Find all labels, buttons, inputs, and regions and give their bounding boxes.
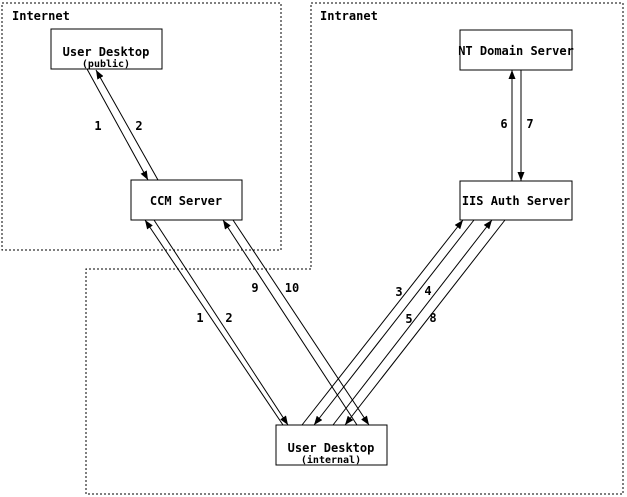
edge-label-10: 10 (285, 281, 299, 295)
edge-10-ccm-to-internal-desktop (232, 219, 370, 426)
user-desktop-internal-subtitle: (internal) (301, 454, 361, 466)
node-user-desktop-public: User Desktop (public) (50, 28, 163, 70)
iis-auth-server-box (459, 180, 573, 221)
ccm-server-box (130, 179, 243, 221)
intranet-region-label: Intranet (320, 9, 378, 23)
node-user-desktop-internal: User Desktop (internal) (275, 424, 388, 466)
user-desktop-public-subtitle: (public) (82, 58, 130, 70)
user-desktop-public-title: User Desktop (63, 45, 150, 59)
edge-label-3: 3 (395, 285, 402, 299)
edge-label-4: 4 (424, 284, 431, 298)
node-iis-auth-server: IIS Auth Server (459, 180, 573, 221)
edge-5-internal-desktop-to-iis (332, 219, 493, 426)
edge-4-iis-to-internal-desktop (313, 219, 475, 426)
edge-label-7: 7 (526, 117, 533, 131)
edge-label-8: 8 (429, 311, 436, 325)
edge-label-5: 5 (405, 312, 412, 326)
edge-9-internal-desktop-to-ccm (222, 219, 358, 426)
edge-3-internal-desktop-to-iis (301, 219, 464, 426)
internet-region-label: Internet (12, 9, 70, 23)
edge-label-1-upper: 1 (94, 119, 101, 133)
nt-domain-server-title: NT Domain Server (458, 44, 574, 58)
edge-label-1-lower: 1 (196, 311, 203, 325)
nt-domain-server-box (459, 29, 573, 71)
user-desktop-internal-title: User Desktop (288, 441, 375, 455)
ccm-server-title: CCM Server (150, 194, 222, 208)
edge-label-2-upper: 2 (135, 119, 142, 133)
user-desktop-public-box (50, 28, 163, 70)
intranet-region-border (85, 2, 624, 495)
edge-2-ccm-to-public-desktop (95, 69, 159, 181)
node-nt-domain-server: NT Domain Server (458, 29, 574, 71)
edge-1-public-desktop-to-ccm (86, 68, 149, 181)
edge-2-ccm-to-internal-desktop (153, 219, 289, 426)
iis-auth-server-title: IIS Auth Server (462, 194, 570, 208)
edge-label-2-lower: 2 (225, 311, 232, 325)
edge-label-9: 9 (251, 281, 258, 295)
user-desktop-internal-box (275, 424, 388, 466)
node-ccm-server: CCM Server (130, 179, 243, 221)
edge-8-iis-to-internal-desktop (344, 219, 506, 426)
edge-1-internal-desktop-to-ccm (144, 219, 284, 426)
edge-label-6: 6 (500, 117, 507, 131)
internet-region-border (1, 2, 282, 251)
